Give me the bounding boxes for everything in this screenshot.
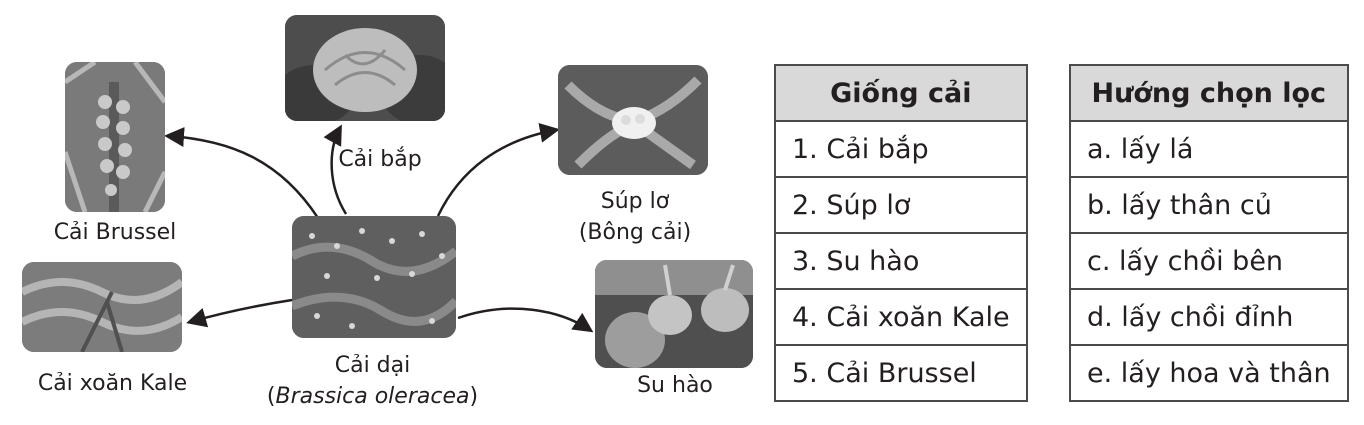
kohlrabi-photo	[595, 260, 753, 368]
wild-cabbage-scientific: Brassica oleracea	[275, 384, 470, 409]
cauliflower-label-line1: Súp lơ	[600, 189, 670, 214]
varieties-table-cell: 1. Cải bắp	[774, 120, 1028, 178]
selection-table-cell: b. lấy thân củ	[1069, 176, 1349, 234]
selection-table: Hướng chọn lọc a. lấy lá b. lấy thân củ …	[1069, 64, 1349, 402]
arrow-to-kale	[186, 298, 293, 328]
cabbage-label: Cải bắp	[338, 147, 422, 172]
varieties-table-cell: 5. Cải Brussel	[774, 344, 1028, 402]
wild-cabbage-label: Cải dại (Brassica oleracea)	[255, 350, 490, 412]
selection-table-header: Hướng chọn lọc	[1069, 64, 1349, 122]
kale-label: Cải xoăn Kale	[37, 371, 188, 396]
cauliflower-label-line2: (Bông cải)	[578, 220, 692, 245]
cauliflower-label: Súp lơ (Bông cải)	[560, 186, 710, 248]
arrow-to-kohlrabi	[457, 307, 594, 333]
selection-table-cell: a. lấy lá	[1069, 120, 1349, 178]
arrow-to-cauliflower	[436, 122, 560, 217]
selection-table-cell: c. lấy chồi bên	[1069, 232, 1349, 290]
wild-cabbage-scientific-line: (Brassica oleracea)	[266, 384, 479, 409]
varieties-table-cell: 3. Su hào	[774, 232, 1028, 290]
kohlrabi-label: Su hào	[637, 373, 713, 398]
varieties-table-header: Giống cải	[774, 64, 1028, 122]
varieties-table: Giống cải 1. Cải bắp 2. Súp lơ 3. Su hào…	[774, 64, 1028, 402]
brussels-label: Cải Brussel	[53, 220, 177, 245]
cauliflower-photo	[558, 65, 708, 175]
varieties-table-cell: 2. Súp lơ	[774, 176, 1028, 234]
kale-photo	[22, 262, 182, 352]
wild-cabbage-name: Cải dại	[334, 353, 411, 378]
varieties-table-cell: 4. Cải xoăn Kale	[774, 288, 1028, 346]
cabbage-photo	[285, 15, 445, 121]
selection-table-cell: d. lấy chồi đỉnh	[1069, 288, 1349, 346]
arrow-to-brussels	[164, 127, 320, 219]
brussels-photo	[65, 62, 165, 212]
wild-cabbage-photo	[292, 216, 456, 338]
selection-table-cell: e. lấy hoa và thân	[1069, 344, 1349, 402]
